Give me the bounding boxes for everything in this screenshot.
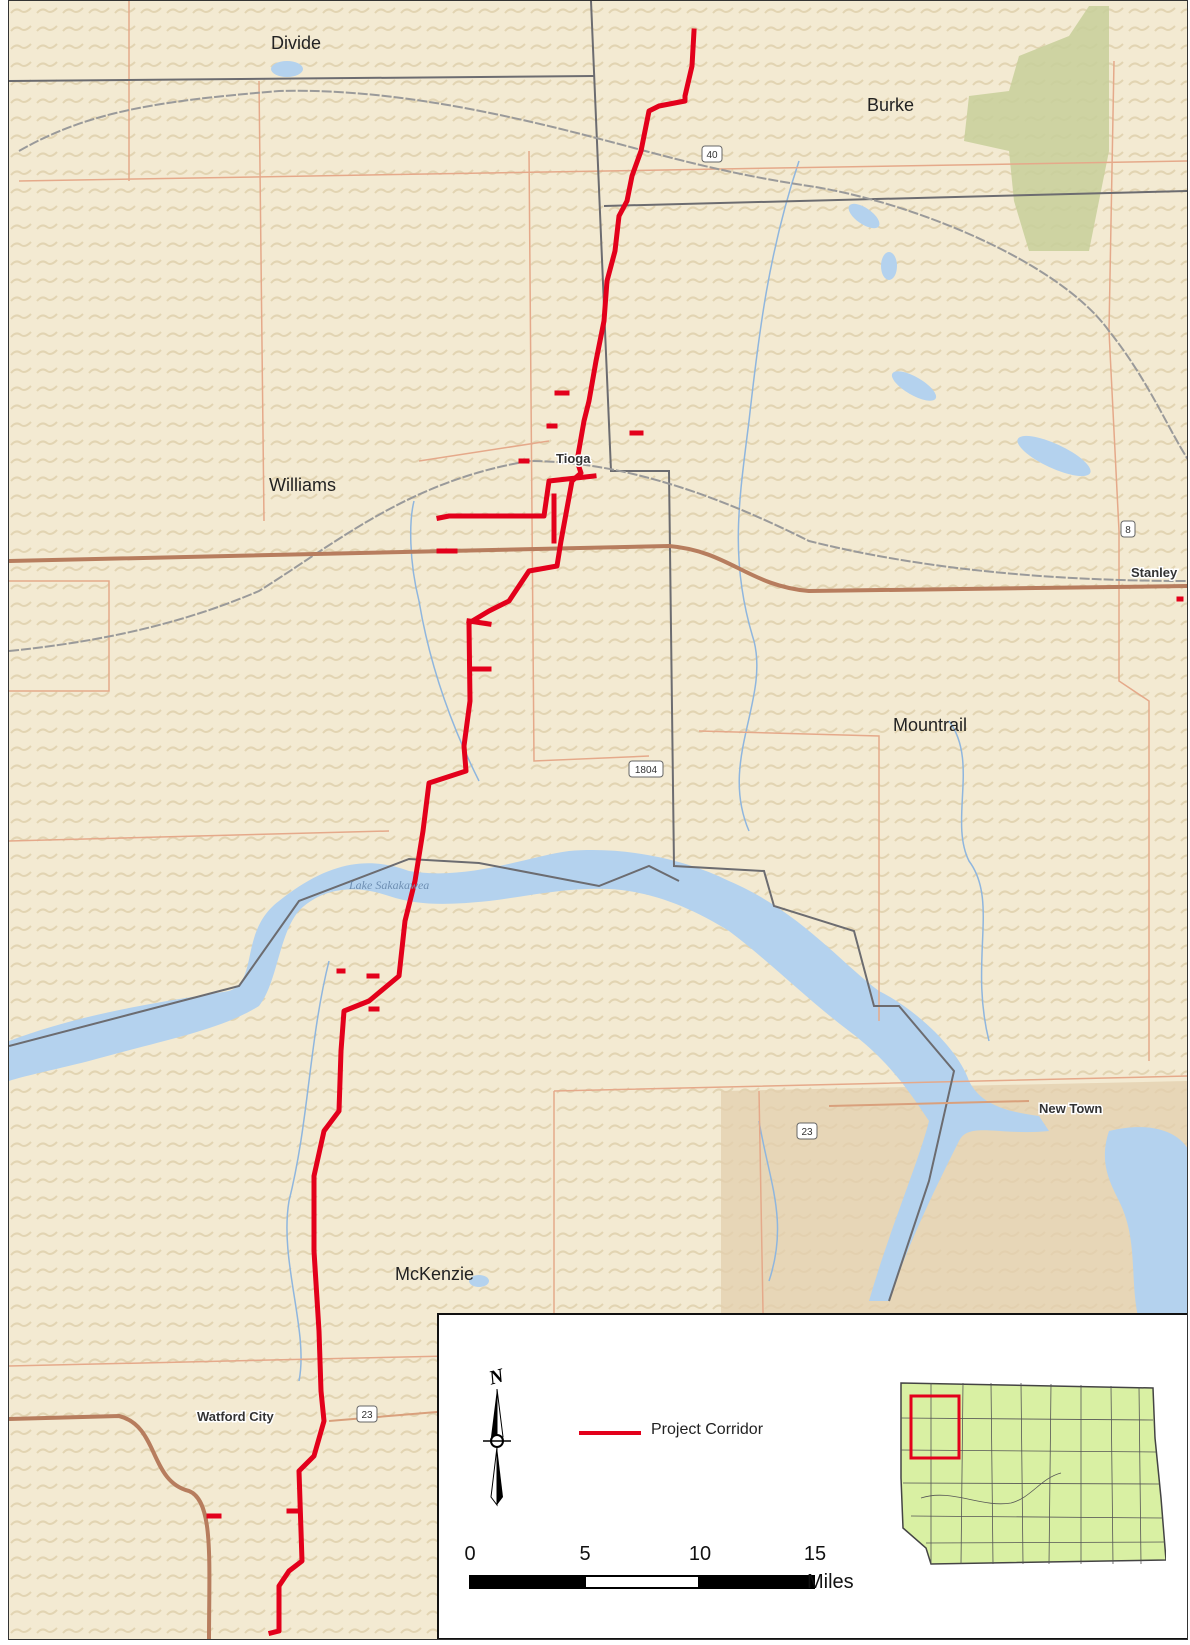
town-label-tioga: Tioga: [556, 451, 591, 466]
route-shield-40: 40: [706, 150, 718, 161]
county-label-divide: Divide: [271, 33, 321, 53]
route-shield-1804: 1804: [635, 765, 658, 776]
map-frame[interactable]: 40 8 1804 23 23 Divide Burke Williams Mo…: [8, 0, 1188, 1640]
corridor-swatch: [579, 1431, 641, 1435]
town-label-stanley: Stanley: [1131, 565, 1178, 580]
locator-inset-map: [900, 1382, 1166, 1565]
legend-panel: N Project Corridor 0 5 10 15 Miles: [437, 1313, 1187, 1639]
town-label-watford-city: Watford City: [197, 1409, 275, 1424]
lake: [1017, 435, 1091, 477]
scale-segment: [584, 1575, 700, 1589]
corridor-legend-label: Project Corridor: [651, 1421, 764, 1438]
county-label-mountrail: Mountrail: [893, 715, 967, 735]
scale-segment: [699, 1575, 815, 1589]
route-shield-23-east: 23: [801, 1127, 813, 1138]
route-shield-8: 8: [1125, 525, 1131, 536]
scale-tick-15: 15: [803, 1543, 827, 1565]
county-label-burke: Burke: [867, 95, 914, 115]
town-label-new-town: New Town: [1039, 1101, 1102, 1116]
north-arrow-icon: N: [483, 1365, 511, 1507]
lake: [881, 252, 897, 280]
route-shield-23-west: 23: [361, 1410, 373, 1421]
scale-tick-0: 0: [464, 1543, 476, 1565]
north-label: N: [486, 1365, 508, 1390]
route-shields: 40 8 1804 23 23: [356, 145, 1136, 1423]
lake: [891, 371, 937, 401]
minor-roads: [328, 1100, 1030, 1422]
highways: [9, 543, 1187, 1639]
county-boundaries: [9, 1, 1187, 1302]
scale-bar: 0 5 10 15 Miles: [464, 1543, 887, 1603]
scale-segment: [469, 1575, 585, 1589]
scale-units: Miles: [807, 1571, 854, 1593]
state-outline: [900, 1382, 1166, 1565]
county-label-mckenzie: McKenzie: [395, 1264, 474, 1284]
grassland-area: [964, 6, 1109, 251]
study-area-marker: [909, 1394, 961, 1460]
lake-label: Lake Sakakawea: [348, 878, 429, 892]
lake: [848, 203, 880, 229]
county-label-williams: Williams: [269, 475, 336, 495]
project-corridor: [206, 28, 1184, 1637]
scale-tick-5: 5: [579, 1543, 591, 1565]
lake: [271, 61, 303, 77]
lake-east-arm: [1104, 1127, 1187, 1331]
scale-tick-10: 10: [688, 1543, 712, 1565]
lake: [469, 1275, 489, 1287]
lake-sakakawea: [9, 850, 1049, 1301]
rivers: [286, 160, 990, 1382]
railroads: [9, 89, 1187, 652]
